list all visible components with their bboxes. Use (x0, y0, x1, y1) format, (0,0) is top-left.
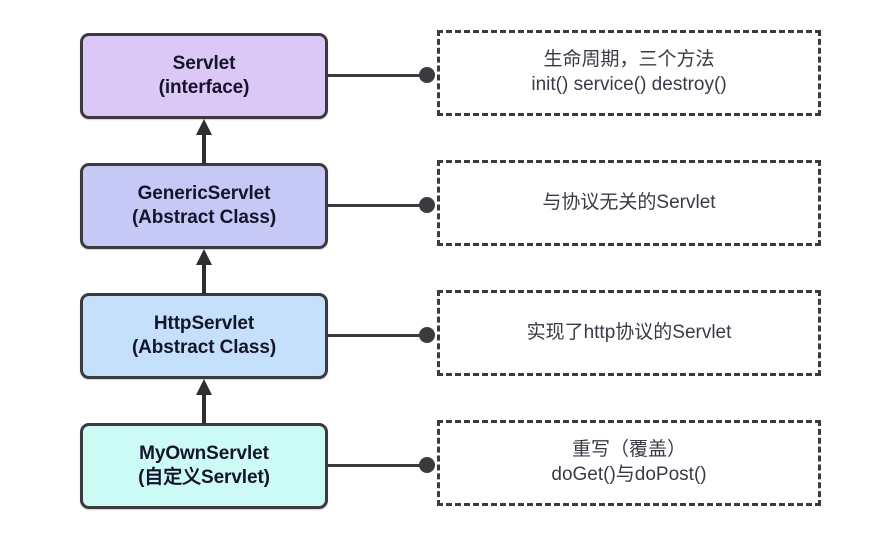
arrowhead-icon (196, 379, 212, 395)
arrowhead-icon (196, 119, 212, 135)
class-node-servlet[interactable]: Servlet (interface) (80, 33, 328, 119)
note-http-servlet[interactable]: 实现了http协议的Servlet (437, 290, 821, 376)
note-link-ball-icon (419, 197, 435, 213)
note-line-1: 生命周期，三个方法 (543, 49, 715, 71)
class-stereotype: (interface) (158, 77, 250, 98)
generalization-arrow-generic-to-servlet (196, 119, 212, 164)
arrow-stem (202, 133, 206, 164)
note-line-1: 与协议无关的Servlet (542, 191, 716, 213)
note-link-ball-icon (419, 327, 435, 343)
note-link-line-generic-servlet (328, 204, 427, 207)
note-my-own-servlet[interactable]: 重写（覆盖） doGet()与doPost() (437, 420, 821, 506)
note-servlet[interactable]: 生命周期，三个方法 init() service() destroy() (437, 30, 821, 116)
note-link-ball-icon (419, 457, 435, 473)
note-line-2: doGet()与doPost() (551, 464, 707, 485)
class-name: HttpServlet (153, 312, 255, 334)
note-line-1: 实现了http协议的Servlet (526, 321, 732, 343)
generalization-arrow-myown-to-http (196, 379, 212, 424)
class-node-generic-servlet[interactable]: GenericServlet (Abstract Class) (80, 163, 328, 249)
arrowhead-icon (196, 249, 212, 265)
note-link-line-my-own-servlet (328, 464, 427, 467)
class-node-my-own-servlet[interactable]: MyOwnServlet (自定义Servlet) (80, 423, 328, 509)
note-line-2: init() service() destroy() (531, 74, 727, 95)
arrow-stem (202, 393, 206, 424)
note-link-line-http-servlet (328, 334, 427, 337)
class-stereotype: (Abstract Class) (131, 337, 277, 358)
note-generic-servlet[interactable]: 与协议无关的Servlet (437, 160, 821, 246)
class-name: MyOwnServlet (139, 442, 269, 464)
arrow-stem (202, 263, 206, 294)
note-link-line-servlet (328, 74, 427, 77)
note-link-ball-icon (419, 67, 435, 83)
generalization-arrow-http-to-generic (196, 249, 212, 294)
class-name: GenericServlet (137, 182, 271, 204)
class-name: Servlet (172, 52, 236, 74)
class-node-http-servlet[interactable]: HttpServlet (Abstract Class) (80, 293, 328, 379)
note-line-1: 重写（覆盖） (571, 439, 686, 461)
class-stereotype: (自定义Servlet) (138, 467, 270, 488)
class-stereotype: (Abstract Class) (131, 207, 277, 228)
